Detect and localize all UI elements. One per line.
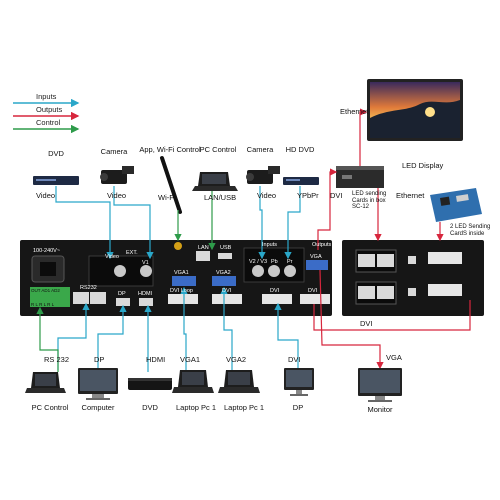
label-dvd: DVD bbox=[48, 149, 64, 158]
dvd-player-icon bbox=[33, 176, 79, 185]
label-hd-dvd: HD DVD bbox=[285, 145, 315, 154]
panel-dvi-label: DVI bbox=[222, 288, 232, 294]
laptop1-icon bbox=[172, 370, 214, 393]
sending-box-icon bbox=[336, 166, 384, 188]
label-dvi-top: DVI bbox=[330, 191, 343, 200]
panel-pb-label: Pb bbox=[271, 259, 278, 265]
label-dvi-bottom: DVI bbox=[360, 319, 373, 328]
bottom-pc-control-laptop-icon bbox=[25, 372, 66, 393]
label-lan-usb: LAN/USB bbox=[204, 193, 237, 202]
laptop2-icon bbox=[218, 370, 260, 393]
label-camera2: Camera bbox=[246, 145, 274, 154]
panel-audio-pins: R L R L R L bbox=[31, 302, 55, 307]
camera1-icon bbox=[100, 166, 134, 184]
label-video3: Video bbox=[257, 191, 277, 200]
panel-video-label: Video bbox=[105, 254, 119, 260]
label-hdmi-conn: HDMI bbox=[146, 355, 166, 364]
sending-card-panel bbox=[342, 240, 484, 316]
legend-inputs: Inputs bbox=[36, 92, 57, 101]
panel-v2v3-label: V2 / V3 bbox=[249, 259, 268, 265]
label-pc-control: PC Control bbox=[199, 145, 237, 154]
label-vga-bottom: VGA bbox=[386, 353, 402, 362]
label-dvi-conn: DVI bbox=[288, 355, 301, 364]
panel-dp-label: DP bbox=[118, 291, 126, 297]
label-ethernet-top: Ethernet bbox=[340, 107, 369, 116]
antenna-icon bbox=[160, 156, 182, 214]
label-camera1: Camera bbox=[100, 147, 128, 156]
led-display-icon bbox=[367, 79, 463, 141]
label-bottom-dp: DP bbox=[292, 403, 304, 412]
panel-ext-label: EXT. bbox=[126, 250, 138, 256]
label-bottom-dvd: DVD bbox=[142, 403, 158, 412]
panel-pr-label: Pr bbox=[287, 259, 293, 265]
dp-monitor-icon bbox=[284, 368, 314, 396]
output-lines bbox=[313, 108, 471, 370]
panel-dvi-out1-label: DVI bbox=[270, 288, 280, 294]
panel-hdmi-label: HDMI bbox=[138, 291, 153, 297]
panel-lan-label: LAN bbox=[198, 245, 209, 251]
panel-power-label: 100-240V~ bbox=[33, 248, 61, 254]
panel-usb-label: USB bbox=[220, 245, 232, 251]
panel-outputs-label: Outputs bbox=[312, 242, 332, 248]
label-sending-inside: 2 LED Sending CardS inside bbox=[450, 224, 491, 237]
panel-v1-label: V1 bbox=[142, 260, 149, 266]
sending-card-icon bbox=[430, 188, 482, 222]
label-rs232: RS 232 bbox=[44, 355, 70, 364]
computer-icon bbox=[78, 368, 118, 400]
label-sending-box: LED sending Cards in box SC-12 bbox=[352, 191, 387, 211]
label-laptop1: Laptop Pc 1 bbox=[175, 403, 217, 412]
panel-audio-label: OUT AD1 AD2 bbox=[31, 288, 60, 293]
legend-arrows bbox=[13, 98, 80, 134]
video-processor-panel bbox=[20, 240, 332, 316]
camera2-icon bbox=[246, 166, 280, 184]
legend-control: Control bbox=[36, 118, 61, 127]
panel-vga1-label: VGA1 bbox=[174, 270, 189, 276]
monitor-icon bbox=[358, 368, 402, 402]
input-lines bbox=[55, 186, 301, 374]
panel-vga-out-label: VGA bbox=[310, 254, 322, 260]
pc-control-laptop-icon bbox=[192, 172, 238, 191]
label-laptop2: Laptop Pc 1 bbox=[223, 403, 265, 412]
label-app-wifi: App, Wi-Fi Control bbox=[139, 145, 201, 154]
panel-dvi-loop-label: DVI Loop bbox=[170, 288, 193, 294]
label-computer: Computer bbox=[81, 403, 115, 412]
hd-dvd-icon bbox=[283, 177, 319, 185]
label-ethernet-mid: Ethernet bbox=[396, 191, 425, 200]
label-wifi: Wi-Fi bbox=[158, 193, 176, 202]
label-vga1-conn: VGA1 bbox=[180, 355, 201, 364]
panel-rs232-label: RS232 bbox=[80, 285, 97, 291]
label-led-display: LED Display bbox=[402, 161, 444, 170]
panel-inputs-label: Inputs bbox=[262, 242, 277, 248]
bottom-dvd-icon bbox=[128, 378, 172, 390]
label-bottom-pc-control: PC Control bbox=[31, 403, 69, 412]
label-video1: Video bbox=[36, 191, 56, 200]
label-dp-conn: DP bbox=[94, 355, 105, 364]
label-ypbpr: YPbPr bbox=[297, 191, 319, 200]
legend-outputs: Outputs bbox=[36, 105, 63, 114]
panel-dvi-out2-label: DVI bbox=[308, 288, 318, 294]
control-lines bbox=[36, 191, 216, 372]
panel-vga2-label: VGA2 bbox=[216, 270, 231, 276]
label-video2: Video bbox=[107, 191, 127, 200]
label-monitor: Monitor bbox=[367, 405, 393, 414]
label-vga2-conn: VGA2 bbox=[226, 355, 247, 364]
